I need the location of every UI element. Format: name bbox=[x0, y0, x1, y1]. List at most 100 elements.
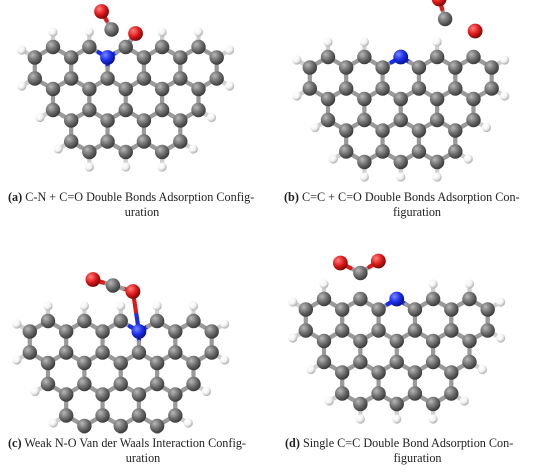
carbon-atom bbox=[357, 154, 372, 170]
carbon-atom bbox=[173, 71, 188, 86]
caption-c: (c) Weak N-O Van der Waals Interaction C… bbox=[8, 436, 278, 466]
carbon-atom bbox=[320, 49, 336, 65]
hydrogen-atom bbox=[183, 418, 193, 428]
carbon-atom bbox=[466, 49, 481, 65]
caption-d: (d) Single C=C Double Bond Adsorption Co… bbox=[285, 436, 550, 466]
carbon-atom bbox=[320, 91, 336, 107]
carbon-atom bbox=[45, 39, 61, 55]
carbon-atom bbox=[375, 144, 390, 159]
carbon-atom bbox=[40, 355, 56, 371]
nitrogen-atom bbox=[393, 49, 409, 65]
carbon-atom bbox=[334, 323, 350, 338]
carbon-atom bbox=[154, 81, 170, 97]
carbon-atom bbox=[45, 81, 61, 97]
caption-label: (d) bbox=[285, 436, 300, 450]
carbon-atom bbox=[371, 386, 386, 401]
carbon-atom bbox=[136, 113, 152, 128]
carbon-atom bbox=[484, 81, 499, 96]
carbon-atom bbox=[411, 144, 427, 159]
carbon-atom bbox=[173, 50, 188, 65]
carbon-atom bbox=[63, 134, 79, 149]
carbon-atom bbox=[480, 302, 495, 317]
hydrogen-atom bbox=[500, 55, 510, 65]
molecule-structure-c bbox=[12, 272, 230, 434]
carbon-atom bbox=[302, 81, 318, 96]
carbon-atom bbox=[131, 387, 147, 402]
carbon-atom bbox=[63, 113, 79, 128]
molecule-panel-d bbox=[288, 234, 550, 434]
carbon-atom bbox=[334, 302, 350, 317]
carbon-atom bbox=[316, 291, 332, 307]
carbon-atom bbox=[100, 134, 115, 149]
hydrogen-atom bbox=[355, 414, 365, 424]
carbon-atom bbox=[45, 102, 61, 118]
carbon-atom bbox=[338, 144, 354, 159]
hydrogen-atom bbox=[121, 162, 131, 172]
caption-text: Single C=C Double Bond Adsorption Con- bbox=[302, 436, 514, 450]
hydrogen-atom bbox=[500, 91, 510, 101]
carbon-atom bbox=[191, 81, 206, 97]
hydrogen-atom bbox=[428, 414, 438, 424]
carbon-atom bbox=[204, 324, 219, 339]
hydrogen-atom bbox=[157, 27, 167, 37]
carbon-atom bbox=[393, 91, 408, 107]
caption-label: (b) bbox=[284, 190, 299, 204]
hydrogen-atom bbox=[157, 162, 167, 172]
carbon-atom bbox=[40, 313, 56, 329]
carbon-atom bbox=[444, 386, 459, 401]
carbon-atom bbox=[118, 102, 133, 118]
caption-b: (b) C=C + C=O Double Bonds Adsorption Co… bbox=[284, 190, 550, 220]
hydrogen-atom bbox=[43, 301, 53, 311]
hydrogen-atom bbox=[477, 364, 488, 375]
oxygen-atom bbox=[332, 255, 348, 271]
hydrogen-atom bbox=[35, 112, 45, 123]
carbon-atom bbox=[118, 81, 133, 97]
hydrogen-atom bbox=[359, 37, 369, 47]
carbon-atom bbox=[113, 418, 128, 434]
carbon-atom bbox=[316, 333, 332, 349]
carbon-atom bbox=[149, 355, 165, 371]
hydrogen-atom bbox=[225, 81, 235, 91]
molecule-structure-b bbox=[292, 0, 510, 182]
hydrogen-atom bbox=[17, 45, 27, 55]
hydrogen-atom bbox=[463, 154, 473, 164]
hydrogen-atom bbox=[206, 112, 217, 123]
carbon-atom bbox=[425, 354, 441, 370]
carbon-atom bbox=[444, 365, 459, 380]
hydrogen-atom bbox=[310, 122, 320, 133]
carbon-atom bbox=[100, 113, 115, 128]
molecule-structure-d bbox=[288, 253, 506, 424]
hydrogen-atom bbox=[193, 27, 204, 37]
carbon-atom bbox=[425, 333, 441, 349]
carbon-atom bbox=[186, 313, 201, 329]
carbon-atom bbox=[186, 355, 201, 371]
carbon-atom bbox=[131, 408, 147, 423]
hydrogen-atom bbox=[48, 27, 58, 37]
carbon-atom bbox=[480, 323, 495, 338]
carbon-atom bbox=[27, 71, 43, 86]
caption-text-cont: uration bbox=[124, 205, 160, 219]
carbon-atom bbox=[154, 144, 170, 160]
oxygen-atom bbox=[431, 0, 447, 7]
hydrogen-atom bbox=[428, 279, 438, 289]
hydrogen-atom bbox=[220, 319, 230, 329]
hydrogen-atom bbox=[53, 144, 63, 154]
carbon-atom bbox=[429, 112, 445, 128]
carbon-atom bbox=[407, 365, 423, 380]
carbon-atom bbox=[113, 376, 128, 392]
carbon-atom bbox=[95, 387, 110, 402]
nitrogen-atom bbox=[389, 291, 405, 307]
hydrogen-atom bbox=[496, 333, 506, 343]
carbon-atom bbox=[334, 386, 350, 401]
carbon-atom bbox=[104, 22, 119, 37]
hydrogen-atom bbox=[496, 297, 506, 307]
carbon-atom bbox=[389, 333, 404, 349]
carbon-atom bbox=[131, 345, 147, 360]
caption-text-cont: figuration bbox=[393, 451, 442, 465]
carbon-atom bbox=[95, 345, 110, 360]
hydrogen-atom bbox=[152, 301, 162, 311]
carbon-atom bbox=[191, 39, 206, 55]
carbon-atom bbox=[149, 376, 165, 392]
carbon-atom bbox=[375, 60, 390, 75]
carbon-atom bbox=[118, 144, 133, 160]
